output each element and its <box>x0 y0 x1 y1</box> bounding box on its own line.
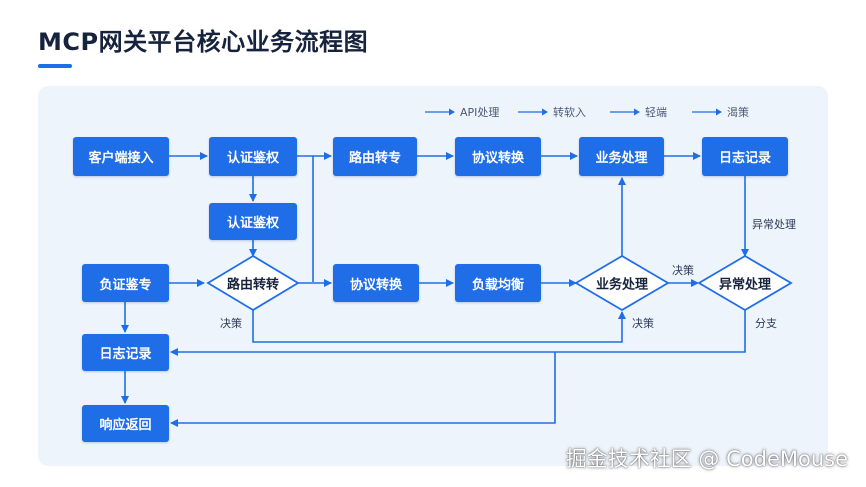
node-auth-top[interactable]: 认证鉴权 <box>209 137 297 176</box>
legend-arrow-icon <box>518 108 548 116</box>
node-exception-diamond[interactable]: 异常处理 <box>718 277 772 293</box>
edge-return-response <box>170 352 556 427</box>
node-log-top[interactable]: 日志记录 <box>702 137 788 176</box>
exception-diamond-shape <box>697 254 793 312</box>
legend-arrow-icon <box>425 108 455 116</box>
legend-item-policy: 渴策 <box>692 104 749 120</box>
node-protocol-mid[interactable]: 协议转换 <box>333 264 419 302</box>
node-load-balance[interactable]: 负载均衡 <box>455 264 541 302</box>
edge-exception-branch <box>170 310 746 356</box>
edge-route-decision <box>252 309 626 343</box>
legend-item-api: API处理 <box>425 104 499 120</box>
node-auth-left[interactable]: 负证鉴专 <box>82 264 169 302</box>
page-title: MCP网关平台核心业务流程图 <box>38 28 369 56</box>
node-route-top[interactable]: 路由转专 <box>333 137 417 176</box>
annotation-decision-left: 决策 <box>220 317 242 330</box>
annotation-branch: 分支 <box>755 317 777 330</box>
annotation-exception-handling: 异常处理 <box>752 218 796 231</box>
watermark: 掘金技术社区 @ CodeMouse <box>565 447 848 471</box>
legend-item-soft: 转软入 <box>518 104 586 120</box>
route-diamond-shape <box>206 254 300 312</box>
annotation-decision-right: 决策 <box>672 264 694 277</box>
node-auth-mid[interactable]: 认证鉴权 <box>209 203 297 240</box>
node-protocol-top[interactable]: 协议转换 <box>455 137 541 176</box>
annotation-decision-mid: 决策 <box>632 317 654 330</box>
edge-auth-route-top <box>297 155 314 282</box>
legend-label: 轻端 <box>645 106 667 119</box>
diagram-panel <box>38 86 828 466</box>
business-diamond-shape <box>574 254 670 312</box>
node-business-diamond[interactable]: 业务处理 <box>595 277 649 293</box>
legend-label: API处理 <box>460 106 500 119</box>
legend-arrow-icon <box>610 108 640 116</box>
legend-item-light: 轻端 <box>610 104 667 120</box>
legend-label: 渴策 <box>727 106 749 119</box>
legend-label: 转软入 <box>553 106 586 119</box>
node-route-diamond[interactable]: 路由转转 <box>226 277 280 293</box>
node-log-left[interactable]: 日志记录 <box>82 334 169 371</box>
node-client-access[interactable]: 客户端接入 <box>73 137 169 176</box>
node-business-top[interactable]: 业务处理 <box>579 137 664 176</box>
node-response[interactable]: 响应返回 <box>82 405 169 442</box>
legend-arrow-icon <box>692 108 722 116</box>
title-underline <box>38 64 72 68</box>
